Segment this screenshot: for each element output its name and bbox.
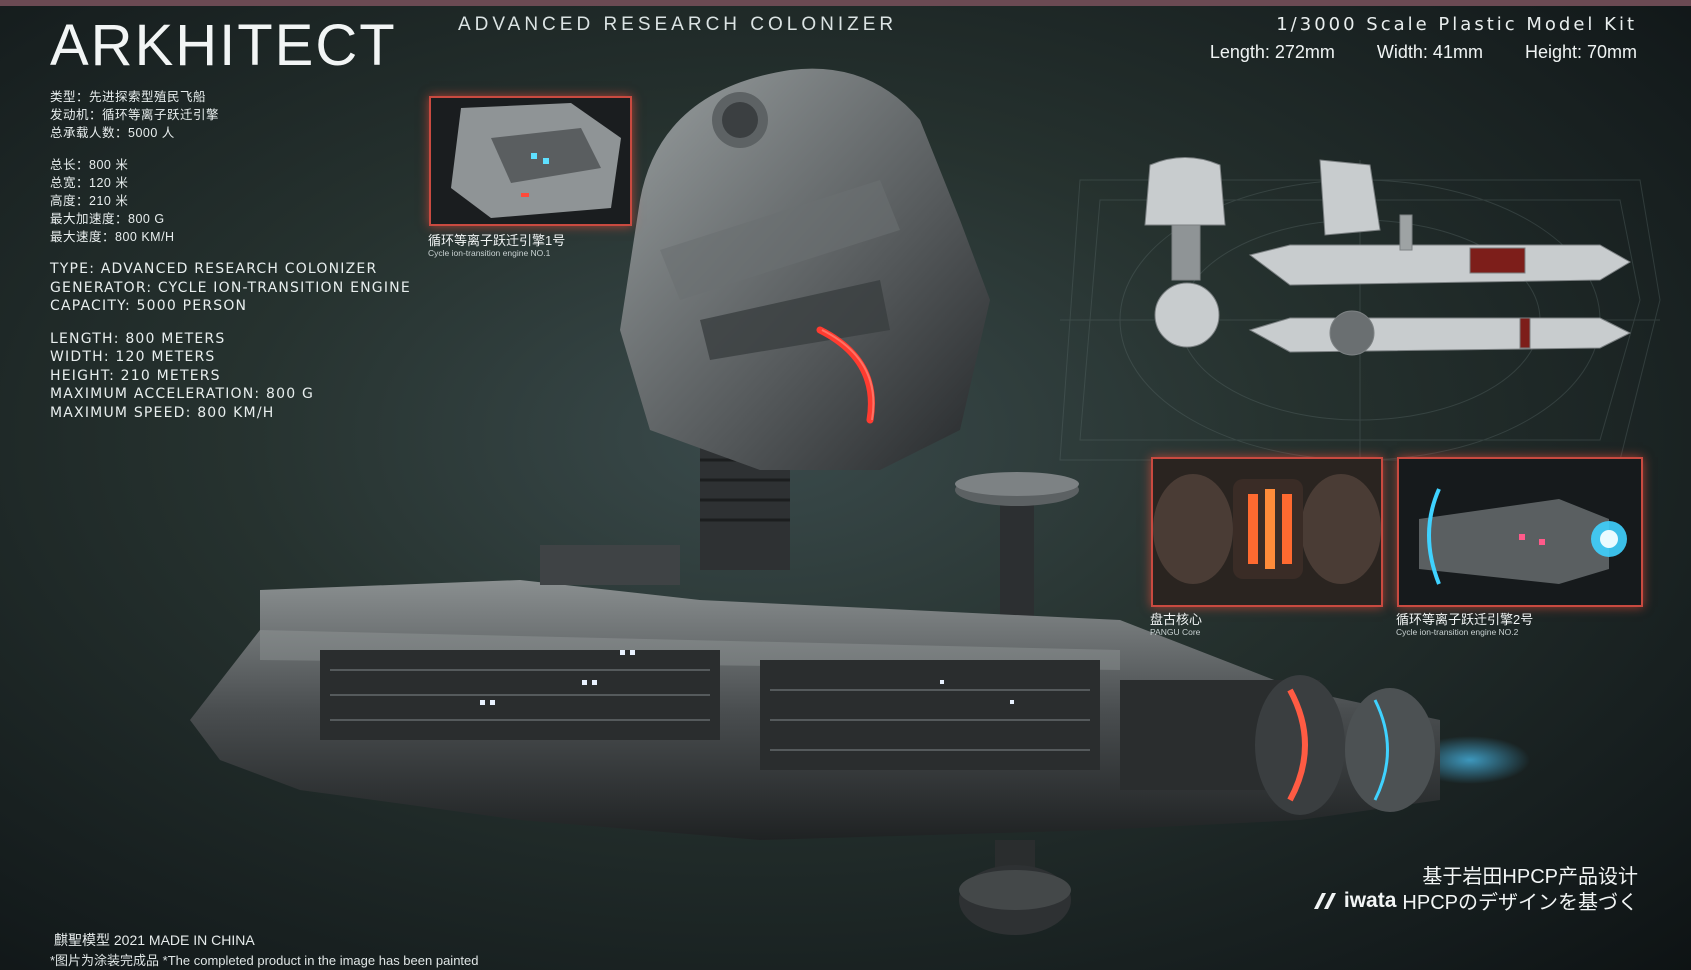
pangu-core-caption-en: PANGU Core <box>1150 627 1201 637</box>
detail-image-engine-2 <box>1397 457 1643 607</box>
spec-zh-dimensions: 总长：800 米 总宽：120 米 高度：210 米 最大加速度：800 G 最… <box>50 156 411 246</box>
dimensions-row: Length: 272mm Width: 41mm Height: 70mm <box>1210 42 1637 63</box>
product-subtitle: ADVANCED RESEARCH COLONIZER <box>458 14 898 35</box>
top-accent-bar <box>0 0 1691 6</box>
engine-2-caption-zh: 循环等离子跃迁引擎2号 <box>1396 612 1534 627</box>
spec-line: 总长：800 米 <box>50 158 129 172</box>
maker-label: 麒聖模型 2021 MADE IN CHINA <box>54 932 255 948</box>
painted-disclaimer: *图片为涂装完成品 *The completed product in the … <box>50 953 479 968</box>
spec-line: 总承载人数：5000 人 <box>50 126 175 140</box>
iwata-logo-text: iwata <box>1343 888 1397 912</box>
detail-image-pangu-core <box>1151 457 1383 607</box>
scale-label: 1/3000 Scale Plastic Model Kit <box>1276 14 1637 35</box>
pangu-core-caption-zh: 盘古核心 <box>1150 612 1203 627</box>
spec-line: TYPE: ADVANCED RESEARCH COLONIZER <box>50 261 378 277</box>
spec-line: LENGTH: 800 METERS <box>50 330 226 347</box>
brand-chinese-note: 基于岩田HPCP产品设计 <box>1422 866 1638 888</box>
spec-line: 发动机：循环等离子跃迁引擎 <box>50 108 220 122</box>
iwata-logo-icon <box>1312 892 1338 910</box>
pangu-core-thumbnail <box>1153 459 1381 605</box>
brand-line: iwata HPCPのデザインを基づく <box>1312 886 1638 915</box>
spec-line: WIDTH: 120 METERS <box>50 349 216 365</box>
spec-line: CAPACITY: 5000 PERSON <box>50 298 248 314</box>
engine-1-caption-en: Cycle ion-transition engine NO.1 <box>428 248 551 258</box>
spec-line: HEIGHT: 210 METERS <box>50 367 221 384</box>
spec-en-general: TYPE: ADVANCED RESEARCH COLONIZER GENERA… <box>50 260 411 316</box>
spec-zh-general: 类型：先进探索型殖民飞船 发动机：循环等离子跃迁引擎 总承载人数：5000 人 <box>50 88 411 142</box>
engine-1-thumbnail <box>431 98 630 224</box>
spec-line: 总宽：120 米 <box>50 176 129 190</box>
width-label: Width: 41mm <box>1376 42 1483 62</box>
height-label: Height: 70mm <box>1524 42 1637 62</box>
spec-en-dimensions: LENGTH: 800 METERS WIDTH: 120 METERS HEI… <box>50 330 411 423</box>
product-title: ARKHITECT <box>50 13 397 78</box>
spec-line: 高度：210 米 <box>50 194 129 208</box>
spec-line: 最大速度：800 KM/H <box>50 230 175 244</box>
spec-line: MAXIMUM SPEED: 800 KM/H <box>50 404 275 421</box>
detail-image-engine-1 <box>429 96 632 226</box>
brand-japanese-note: HPCPのデザインを基づく <box>1402 892 1638 914</box>
spec-line: 最大加速度：800 G <box>50 212 165 226</box>
length-label: Length: 272mm <box>1209 42 1335 62</box>
engine-1-caption-zh: 循环等离子跃迁引擎1号 <box>428 233 566 248</box>
spec-line: GENERATOR: CYCLE ION-TRANSITION ENGINE <box>50 279 411 296</box>
spec-line: MAXIMUM ACCELERATION: 800 G <box>50 386 315 402</box>
spec-line: 类型：先进探索型殖民飞船 <box>50 90 207 104</box>
spec-sheet: 类型：先进探索型殖民飞船 发动机：循环等离子跃迁引擎 总承载人数：5000 人 … <box>50 88 411 436</box>
engine-2-caption-en: Cycle ion-transition engine NO.2 <box>1396 627 1519 637</box>
engine-2-thumbnail <box>1399 459 1641 605</box>
